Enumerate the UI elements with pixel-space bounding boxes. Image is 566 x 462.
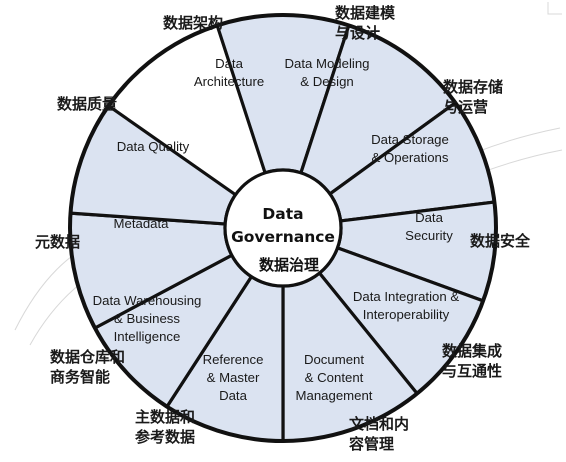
sector-label-data-warehousing-line2: & Business xyxy=(114,311,180,326)
cn-label-metadata-line1: 元数据 xyxy=(35,233,80,251)
sector-label-data-storage-line2: & Operations xyxy=(372,150,449,165)
sector-label-data-architecture-line2: Architecture xyxy=(194,74,264,89)
sector-label-reference-master-line3: Data xyxy=(219,388,248,403)
sector-label-reference-master-line1: Reference xyxy=(203,352,264,367)
sector-label-data-warehousing-line3: Intelligence xyxy=(114,329,181,344)
sector-label-metadata-line1: Metadata xyxy=(114,216,170,231)
cn-label-data-quality-line1: 数据质量 xyxy=(57,95,117,113)
cn-label-document-content-line2: 容管理 xyxy=(348,435,394,453)
sector-label-document-content-line2: & Content xyxy=(305,370,364,385)
sector-layer xyxy=(68,13,498,443)
cn-label-document-content-line1: 文档和内 xyxy=(349,415,409,433)
sector-label-data-integration-line1: Data Integration & xyxy=(353,289,460,304)
sector-label-data-quality-line1: Data Quality xyxy=(117,139,190,154)
cn-label-reference-master-line2: 参考数据 xyxy=(135,428,195,446)
sector-label-data-warehousing-line1: Data Warehousing xyxy=(93,293,202,308)
outer-rim xyxy=(68,13,498,443)
sector-label-data-modeling-line1: Data Modeling xyxy=(284,56,369,71)
cn-label-data-architecture-line1: 数据架构 xyxy=(163,14,223,32)
cn-label-data-warehousing-line1: 数据仓库和 xyxy=(50,348,125,366)
center-title-line1: Data xyxy=(262,205,303,223)
center-hub xyxy=(223,168,343,288)
cn-label-data-integration-line1: 数据集成 xyxy=(442,342,502,360)
sector-label-document-content-line1: Document xyxy=(304,352,364,367)
cn-label-data-storage-line1: 数据存储 xyxy=(443,78,503,96)
cn-label-data-warehousing-line2: 商务智能 xyxy=(50,368,110,386)
sector-label-reference-master-line2: & Master xyxy=(207,370,260,385)
sector-label-data-architecture-line1: Data xyxy=(215,56,244,71)
sector-label-data-security-line1: Data xyxy=(415,210,444,225)
cn-label-data-storage-line2: 与运营 xyxy=(443,98,488,116)
sector-label-data-security-line2: Security xyxy=(405,228,453,243)
sector-label-data-modeling-line2: & Design xyxy=(300,74,354,89)
cn-label-data-modeling-line1: 数据建模 xyxy=(335,4,396,22)
center-title-line2: Governance xyxy=(231,228,335,246)
sector-label-data-integration-line2: Interoperability xyxy=(363,307,450,322)
cn-label-reference-master-line1: 主数据和 xyxy=(135,408,195,426)
cn-label-data-integration-line2: 与互通性 xyxy=(442,362,502,380)
cn-label-data-modeling-line2: 与设计 xyxy=(335,24,380,42)
sector-label-data-storage-line1: Data Storage xyxy=(371,132,449,147)
sector-label-document-content-line3: Management xyxy=(296,388,373,403)
center-title-cn: 数据治理 xyxy=(259,256,319,274)
cn-label-data-security-line1: 数据安全 xyxy=(470,232,531,250)
